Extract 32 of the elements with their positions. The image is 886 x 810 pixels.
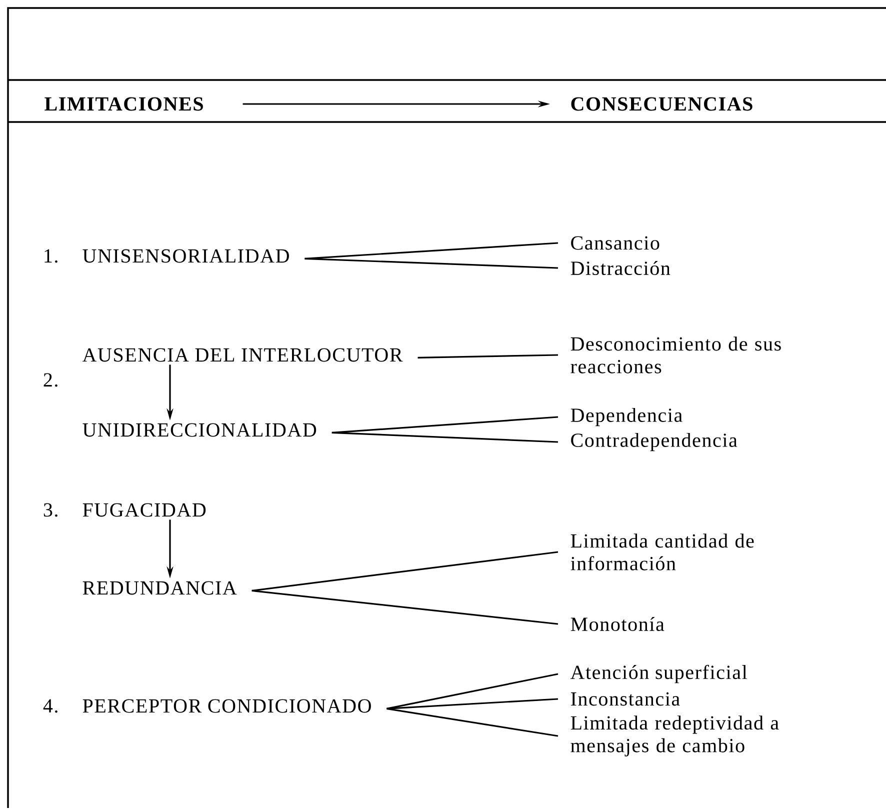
- consequence-text: Atención superficial: [570, 664, 747, 684]
- connector-line: [252, 590, 558, 625]
- consequence-text: Desconocimiento de sus reacciones: [570, 336, 781, 374]
- item-number: 4.: [43, 699, 58, 713]
- consequence-text: Inconstancia: [571, 692, 680, 706]
- consequence-text: Limitada cantidad de información: [570, 534, 754, 570]
- limitation-text: REDUNDANCIA: [82, 581, 237, 595]
- item-number: 1.: [44, 249, 58, 263]
- connector-line: [332, 432, 558, 443]
- consequence-text: Distracción: [570, 260, 670, 276]
- item-number: 2.: [44, 373, 58, 387]
- item-number: 3.: [44, 503, 58, 517]
- consequence-text: Contradependencia: [571, 432, 738, 452]
- column-heading: LIMITACIONES: [44, 97, 203, 111]
- limitation-text: UNISENSORIALIDAD: [82, 249, 289, 263]
- limitation-text: UNIDIRECCIONALIDAD: [82, 423, 316, 437]
- connector-line: [386, 708, 558, 737]
- consequence-text: Monotonía: [570, 616, 664, 632]
- limitation-text: FUGACIDAD: [82, 503, 206, 517]
- consequence-text: Dependencia: [570, 408, 682, 426]
- connector-line: [332, 416, 558, 434]
- connector-line: [304, 242, 558, 260]
- connector-line: [304, 258, 558, 269]
- column-heading: CONSECUENCIAS: [571, 97, 752, 111]
- connector-line: [386, 673, 558, 710]
- limitation-text: PERCEPTOR CONDICIONADO: [82, 699, 371, 713]
- connector-line: [252, 551, 558, 592]
- consequence-text: Cansancio: [571, 236, 660, 250]
- limitation-text: AUSENCIA DEL INTERLOCUTOR: [82, 348, 403, 362]
- consequence-text: Limitada redeptividad a mensajes de cambio: [570, 716, 779, 756]
- connector-line: [386, 698, 558, 710]
- connector-line: [418, 354, 558, 358]
